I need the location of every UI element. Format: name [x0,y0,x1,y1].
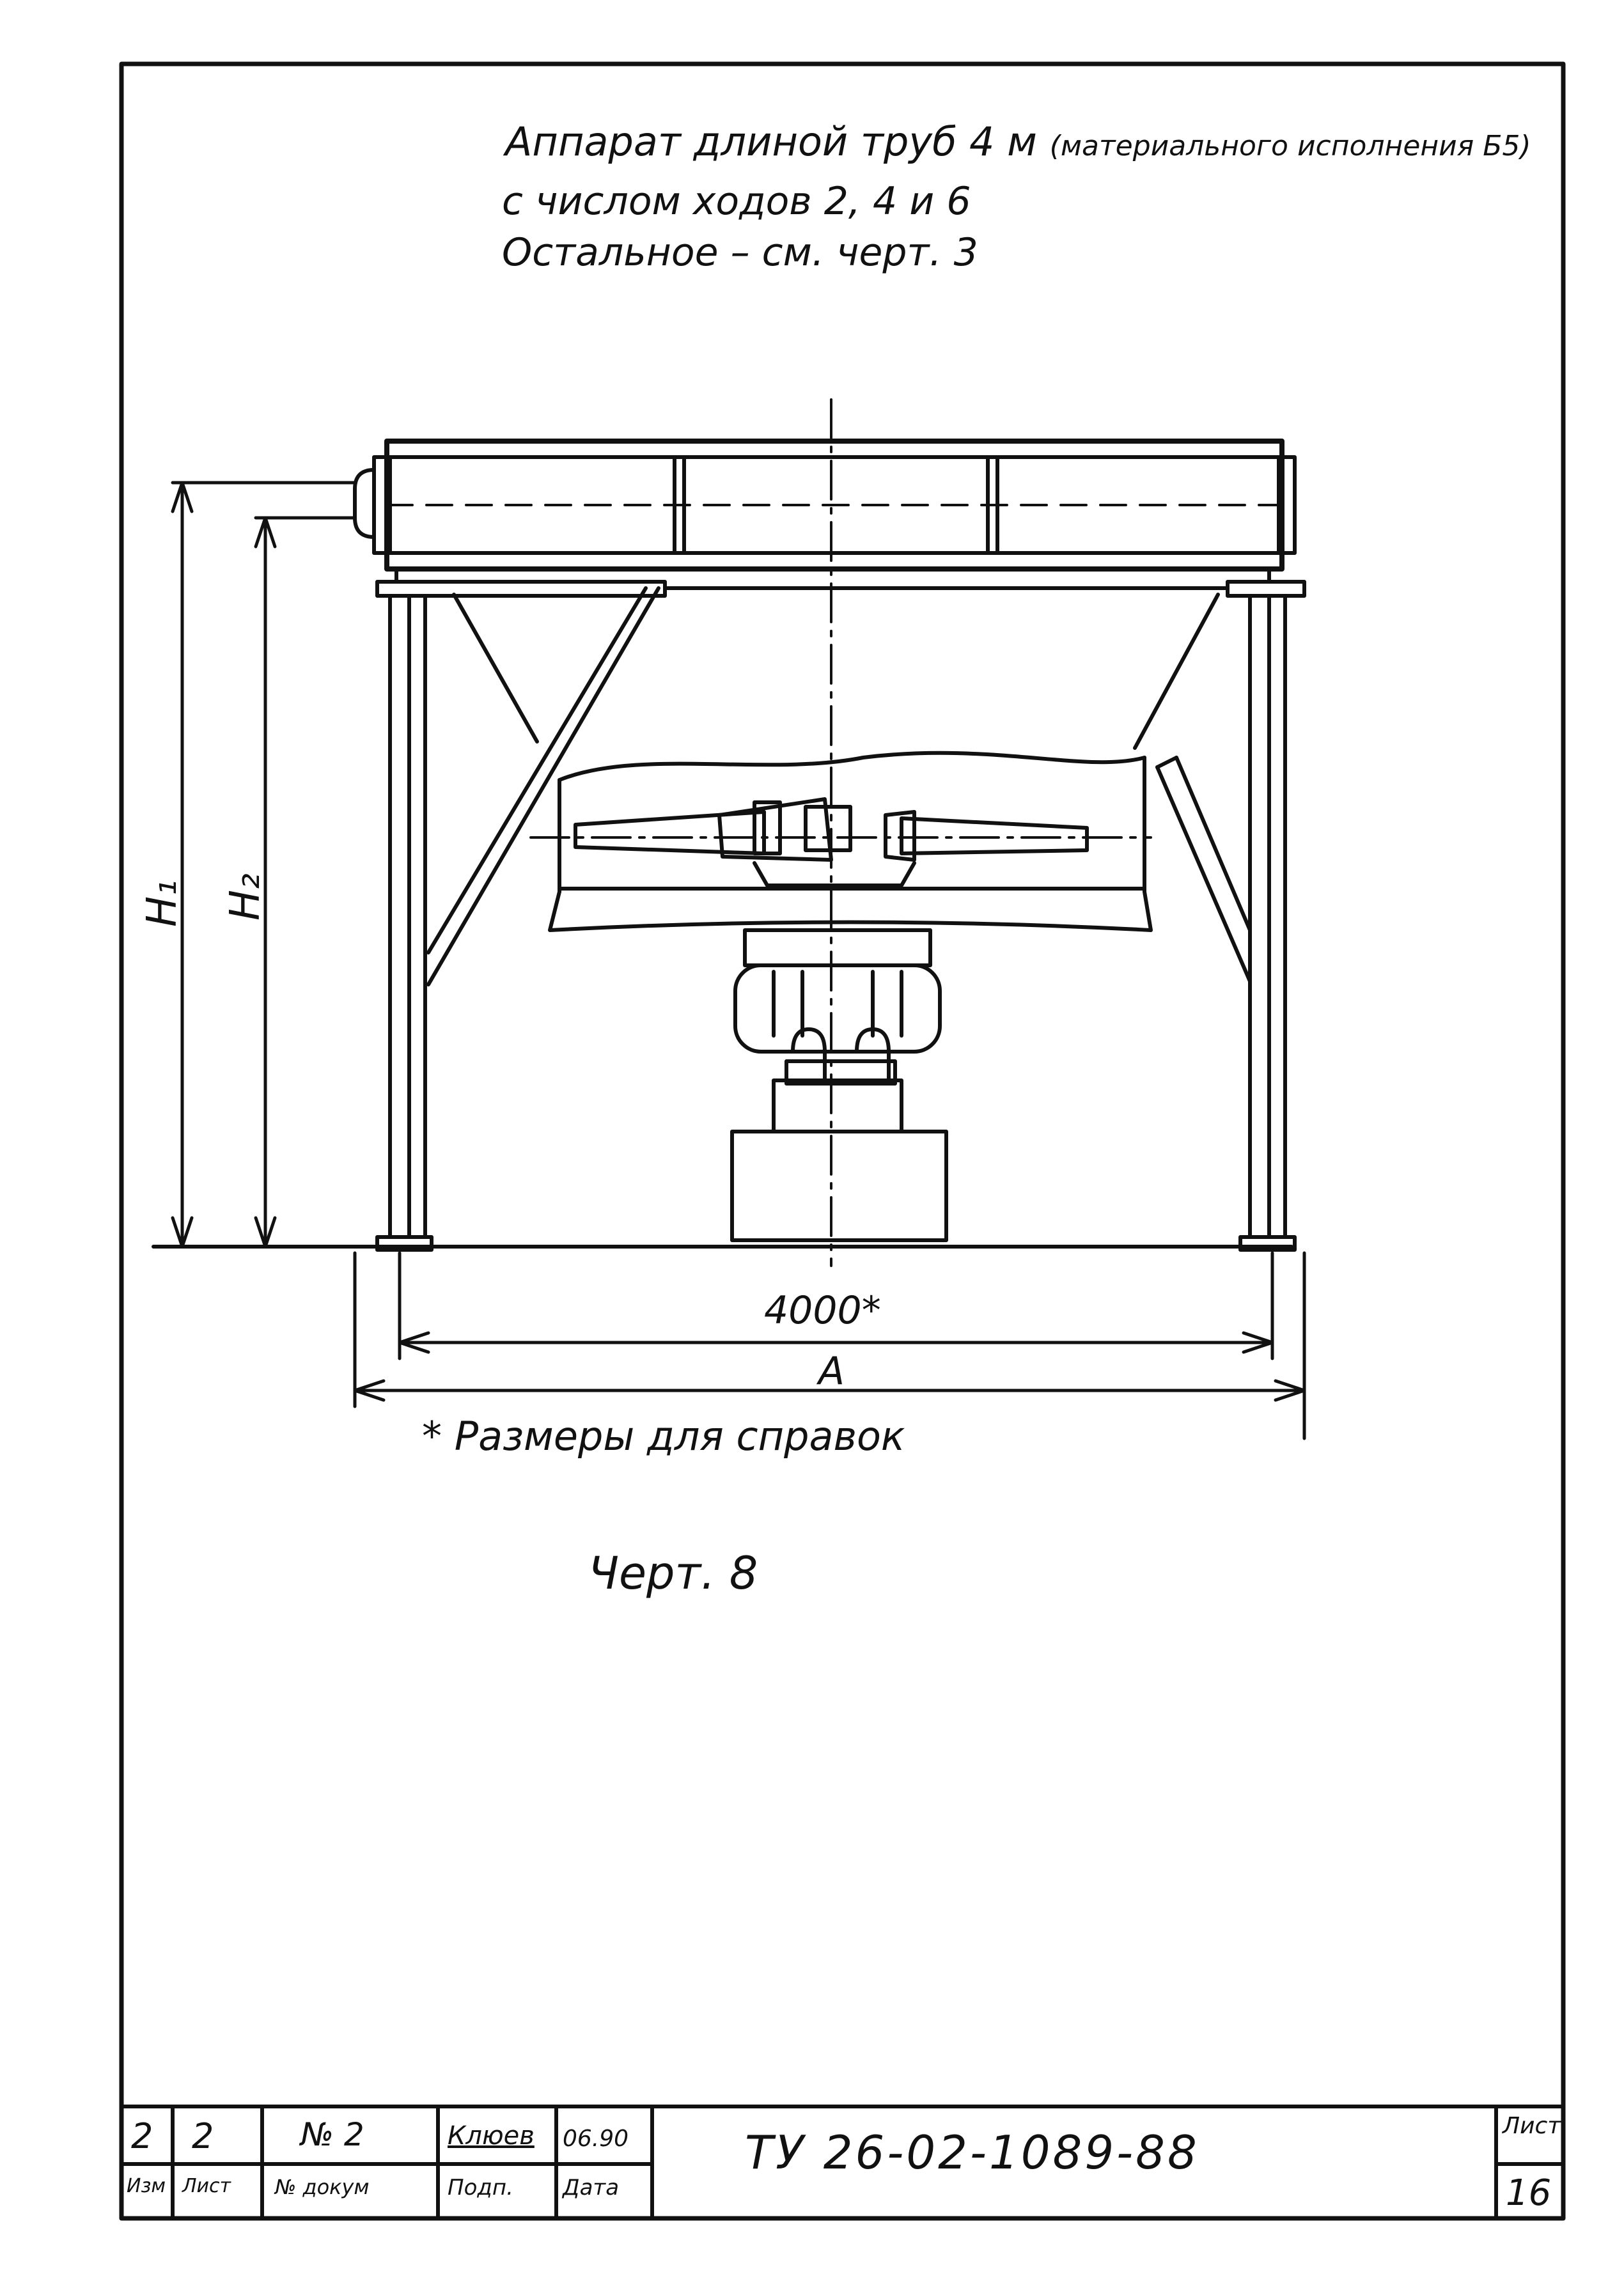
figure-caption: Черт. 8 [588,1547,758,1600]
dim-h1 [171,481,357,1249]
fan-blades [574,797,1089,862]
tb-sheet-number: 2 [192,2116,214,2156]
tb-label-sign: Подп. [448,2175,513,2200]
note-line-1: Аппарат длиной труб 4 м (материального и… [505,118,1531,165]
tb-label-izm: Изм [127,2175,166,2197]
tb-sheet-value: 16 [1506,2172,1552,2214]
fan-hub [753,861,916,887]
tb-date: 06.90 [563,2126,629,2152]
note-line-2: с числом ходов 2, 4 и 6 [502,179,971,224]
fan-shroud [548,751,1153,932]
left-brace [426,586,660,986]
label-a: A [816,1349,845,1394]
motor [730,1078,948,1242]
tube-bundle [353,439,1297,584]
label-h2: H₂ [222,873,269,921]
tb-rev-number: 2 [131,2116,153,2156]
note-line-1-main: Аппарат длиной труб 4 м [505,118,1037,165]
coupling [785,1027,897,1086]
title-block [120,2105,1565,2220]
note-line-3: Остальное – см. черт. 3 [502,230,978,275]
label-4000: 4000* [764,1288,881,1333]
tb-label-date: Дата [563,2175,620,2200]
tb-signature: Клюев [448,2121,535,2151]
left-column [375,594,433,1252]
dim-a [353,1251,1306,1440]
note-line-1-suffix: (материального исполнения Б5) [1049,130,1531,162]
right-column [1238,594,1297,1252]
label-h1: H₁ [139,880,186,927]
tb-document-code: ТУ 26-02-1089-88 [745,2126,1199,2179]
footnote: * Размеры для справок [422,1413,905,1460]
sheet-frame [119,61,1566,2221]
diffuser-cone [452,593,1220,750]
dim-h2 [254,516,357,1249]
support-beam [375,580,1306,598]
right-brace [1155,756,1252,983]
tb-doc-number: № 2 [301,2116,364,2153]
gearbox [733,928,942,1054]
tb-sheet-label: Лист [1503,2113,1561,2139]
tb-label-list: Лист [182,2175,231,2197]
dim-4000 [398,1251,1274,1360]
tb-label-doc: № докум [275,2175,370,2199]
